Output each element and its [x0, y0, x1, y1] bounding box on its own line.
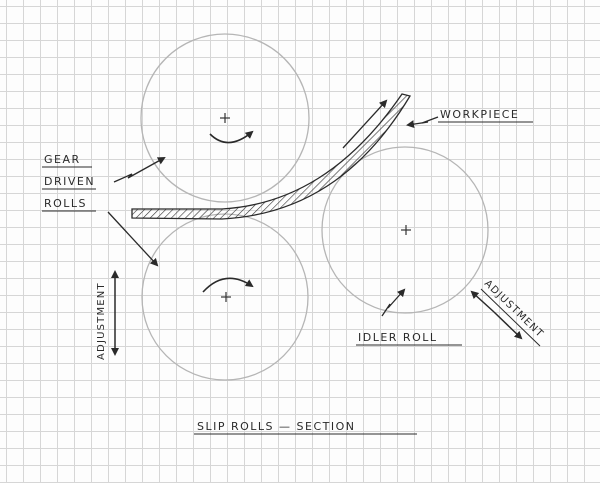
idler-leader-arrow	[381, 288, 406, 317]
right-adjustment-label-underline	[480, 288, 541, 347]
gear-label-line3: ROLLS	[44, 197, 87, 210]
top-roll-rotation-arrow	[209, 130, 254, 144]
idler-roll-label: IDLER ROLL	[358, 331, 438, 344]
workpiece-leader-arrow	[406, 116, 439, 129]
top-roll-centre-mark	[220, 113, 230, 123]
bottom-roll-centre-mark	[221, 292, 231, 302]
idler-roll-centre-mark	[401, 225, 411, 235]
left-adjustment-label: ADJUSTMENT	[96, 282, 107, 360]
gear-label-line1: GEAR	[44, 153, 81, 166]
feed-direction-arrow	[342, 99, 388, 149]
right-adjustment-arrow-down	[493, 311, 523, 340]
gear-leader-top	[113, 157, 166, 183]
right-adjustment-arrow-up	[470, 290, 495, 313]
gear-leader-bottom	[107, 211, 159, 267]
gear-label-line2: DRIVEN	[44, 175, 95, 188]
bottom-roll-rotation-arrow	[202, 277, 254, 293]
diagram-title: SLIP ROLLS — SECTION	[197, 420, 355, 433]
top-gear-roll	[140, 33, 310, 203]
workpiece-strip	[131, 93, 412, 220]
idler-roll	[321, 146, 489, 314]
workpiece-label: WORKPIECE	[440, 108, 519, 121]
